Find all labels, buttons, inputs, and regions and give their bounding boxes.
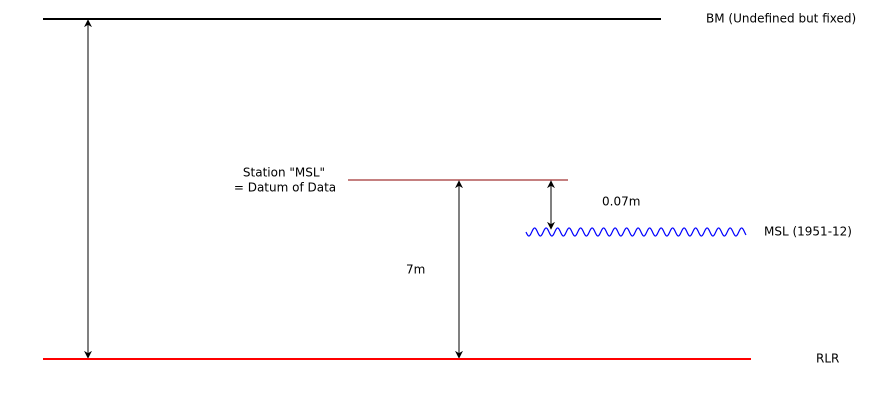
msl-label: MSL (1951-12) [764,225,852,239]
station-msl-label-line2: = Datum of Data [234,181,336,195]
msl-wave [525,227,747,237]
station-msl-label-line1: Station "MSL" [243,166,325,180]
offset-label: 0.07m [602,195,640,209]
height-label: 7m [406,263,425,277]
bm-label: BM (Undefined but fixed) [706,12,856,26]
rlr-label: RLR [816,352,839,366]
